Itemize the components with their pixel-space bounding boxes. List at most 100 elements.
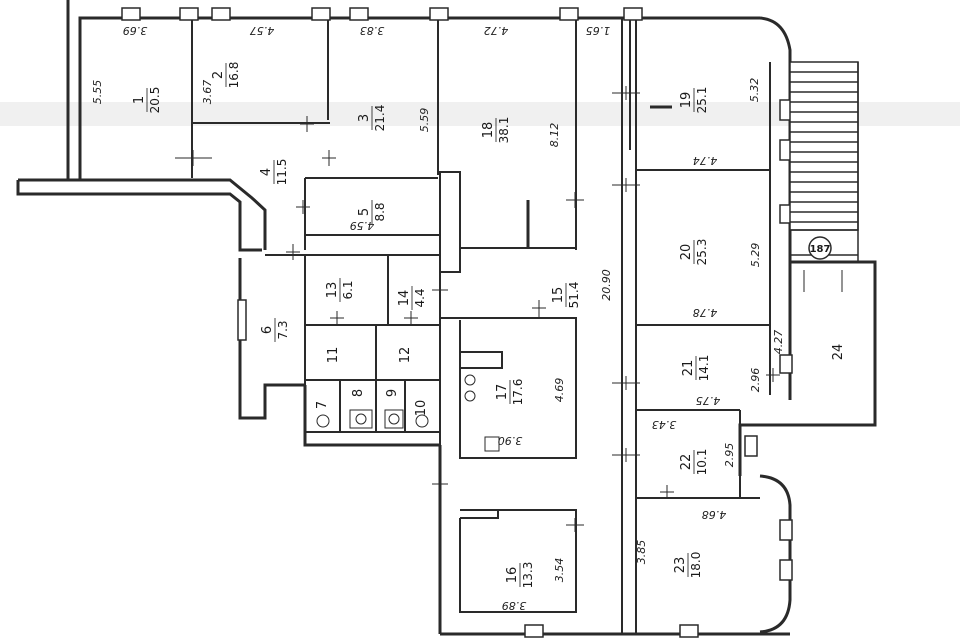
room-number: 6 xyxy=(260,326,275,334)
room-label-11: 11 xyxy=(326,347,341,364)
staircase xyxy=(789,61,859,262)
room-number: 8 xyxy=(351,389,366,397)
room-label-7: 7 xyxy=(315,401,330,409)
room-number: 22 xyxy=(679,454,694,471)
room-number: 4 xyxy=(259,168,274,176)
dimension-labels: 3.69 4.57 3.83 4.72 1.65 5.55 3.67 5.59 8.12 5.32… xyxy=(91,24,785,612)
room-number: 2 xyxy=(211,71,226,79)
dimension-label: 3.89 xyxy=(502,599,527,612)
room-area: 11.5 xyxy=(275,159,289,186)
dimension-label: 5.32 xyxy=(748,78,761,103)
room-area: 21.4 xyxy=(373,105,387,132)
room-area: 51.4 xyxy=(567,282,581,309)
room-area: 25.3 xyxy=(695,239,709,266)
room-number: 5 xyxy=(357,208,372,216)
dimension-label: 5.29 xyxy=(749,243,762,268)
dimension-label: 4.74 xyxy=(693,154,718,167)
room-number: 1 xyxy=(132,96,147,104)
room-label-10: 10 xyxy=(414,400,429,417)
dimension-label: 3.90 xyxy=(498,434,523,447)
windows xyxy=(121,7,793,638)
room-area: 25.1 xyxy=(695,87,709,114)
dimension-label: 4.75 xyxy=(696,394,721,407)
dimension-label: 4.68 xyxy=(702,508,727,521)
room-area: 38.1 xyxy=(497,117,511,144)
dimension-label: 4.72 xyxy=(484,24,509,37)
room-number: 23 xyxy=(673,557,688,574)
room-label-12: 12 xyxy=(398,347,413,364)
dimension-label: 4.57 xyxy=(250,24,275,37)
room-label-8: 8 xyxy=(351,389,366,397)
dimension-label: 3.85 xyxy=(635,540,648,565)
room-area: 4.4 xyxy=(413,288,427,307)
dimension-label: 3.67 xyxy=(201,80,214,105)
room-number: 7 xyxy=(315,401,330,409)
room-number: 3 xyxy=(357,114,372,122)
room-number: 9 xyxy=(385,389,400,397)
room-number: 15 xyxy=(551,287,566,304)
dimension-label: 3.54 xyxy=(553,558,566,583)
marker-label: 187 xyxy=(810,244,831,255)
marker-circle: 187 xyxy=(808,236,832,260)
room-area: 17.6 xyxy=(511,379,525,406)
room-area: 13.3 xyxy=(521,562,535,589)
dimension-label: 2.95 xyxy=(723,443,736,468)
dimension-label: 3.69 xyxy=(123,24,148,37)
dimension-label: 5.55 xyxy=(91,80,104,105)
room-number: 16 xyxy=(505,567,520,584)
dimension-label: 2.96 xyxy=(749,368,762,393)
room-number: 10 xyxy=(414,400,429,417)
room-area: 20.5 xyxy=(148,87,162,114)
room-number: 11 xyxy=(326,347,341,364)
room-area: 16.8 xyxy=(227,62,241,89)
room-area: 8.8 xyxy=(373,202,387,221)
dimension-label: 3.83 xyxy=(360,24,385,37)
room-area: 6.1 xyxy=(341,280,355,299)
room-area: 7.3 xyxy=(276,320,290,339)
dimension-label: 1.65 xyxy=(586,24,611,37)
room-number: 14 xyxy=(397,290,412,307)
wc-fixtures xyxy=(316,374,500,452)
room-number: 17 xyxy=(495,384,510,401)
dimension-label: 4.69 xyxy=(553,378,566,403)
dimension-label: 8.12 xyxy=(548,123,561,148)
dimension-label: 4.59 xyxy=(350,219,375,232)
door-marks xyxy=(175,86,843,532)
dimension-label: 3.43 xyxy=(652,418,677,431)
room-number: 24 xyxy=(831,344,846,361)
room-label-24: 24 xyxy=(831,344,846,361)
room-number: 18 xyxy=(481,122,496,139)
room-number: 19 xyxy=(679,92,694,109)
room-number: 20 xyxy=(679,244,694,261)
room-label-9: 9 xyxy=(385,389,400,397)
dimension-label: 20.90 xyxy=(600,269,613,301)
room-area: 14.1 xyxy=(697,355,711,382)
dimension-label: 5.59 xyxy=(418,108,431,133)
dimension-label: 4.27 xyxy=(772,330,785,355)
room-number: 12 xyxy=(398,347,413,364)
dimension-label: 4.78 xyxy=(693,306,718,319)
room-number: 13 xyxy=(325,282,340,299)
interior-walls xyxy=(191,18,771,634)
room-number: 21 xyxy=(681,360,696,377)
room-area: 10.1 xyxy=(695,449,709,476)
